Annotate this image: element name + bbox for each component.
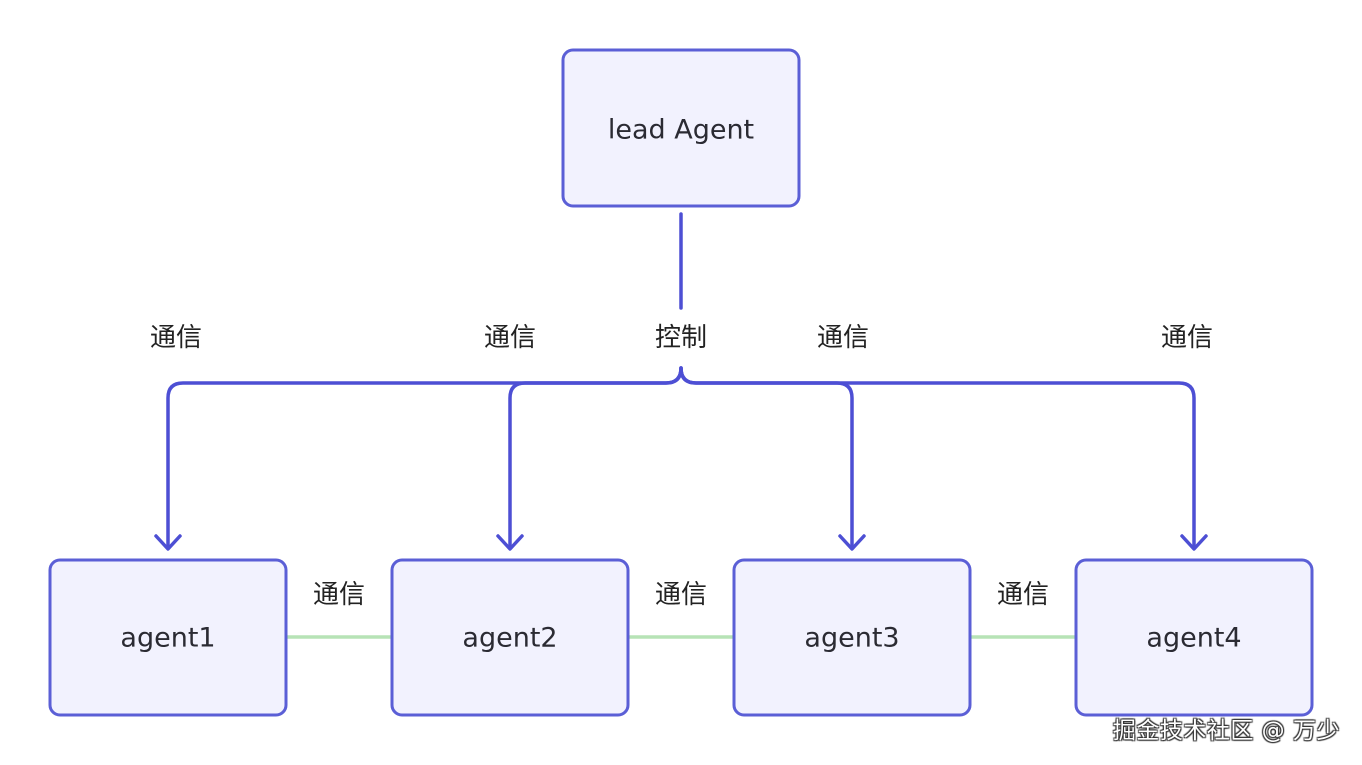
agent-label-1: agent1 xyxy=(120,623,215,654)
agent-label-4: agent4 xyxy=(1146,623,1241,654)
arrowhead-agent2 xyxy=(496,534,524,551)
agent-label-3: agent3 xyxy=(804,623,899,654)
agent-node-1[interactable]: agent1 xyxy=(48,558,288,717)
control-edge-agent2 xyxy=(508,366,683,550)
arrowhead-agent3 xyxy=(838,534,866,551)
control-edge-agent1 xyxy=(166,366,683,550)
agent-node-3[interactable]: agent3 xyxy=(732,558,972,717)
control-edge-label: 控制 xyxy=(655,323,707,353)
lead-agent-label: lead Agent xyxy=(608,115,754,146)
arrowhead-agent1 xyxy=(154,534,182,551)
link-label-agent2: 通信 xyxy=(484,323,536,353)
agent-node-2[interactable]: agent2 xyxy=(390,558,630,717)
peer-link-label-3: 通信 xyxy=(997,580,1049,610)
link-label-agent1: 通信 xyxy=(150,323,202,353)
watermark: 掘金技术社区 @ 万少 xyxy=(1112,718,1340,744)
peer-link-label-2: 通信 xyxy=(655,580,707,610)
arrowhead-agent4 xyxy=(1180,534,1208,551)
peer-link-label-1: 通信 xyxy=(313,580,365,610)
agent-node-4[interactable]: agent4 xyxy=(1074,558,1314,717)
agent-label-2: agent2 xyxy=(462,623,557,654)
link-label-agent3: 通信 xyxy=(817,323,869,353)
control-edge-agent4 xyxy=(679,366,1196,550)
link-label-agent4: 通信 xyxy=(1161,323,1213,353)
lead-agent-node[interactable]: lead Agent xyxy=(561,48,801,208)
control-edge-agent3 xyxy=(679,366,854,550)
